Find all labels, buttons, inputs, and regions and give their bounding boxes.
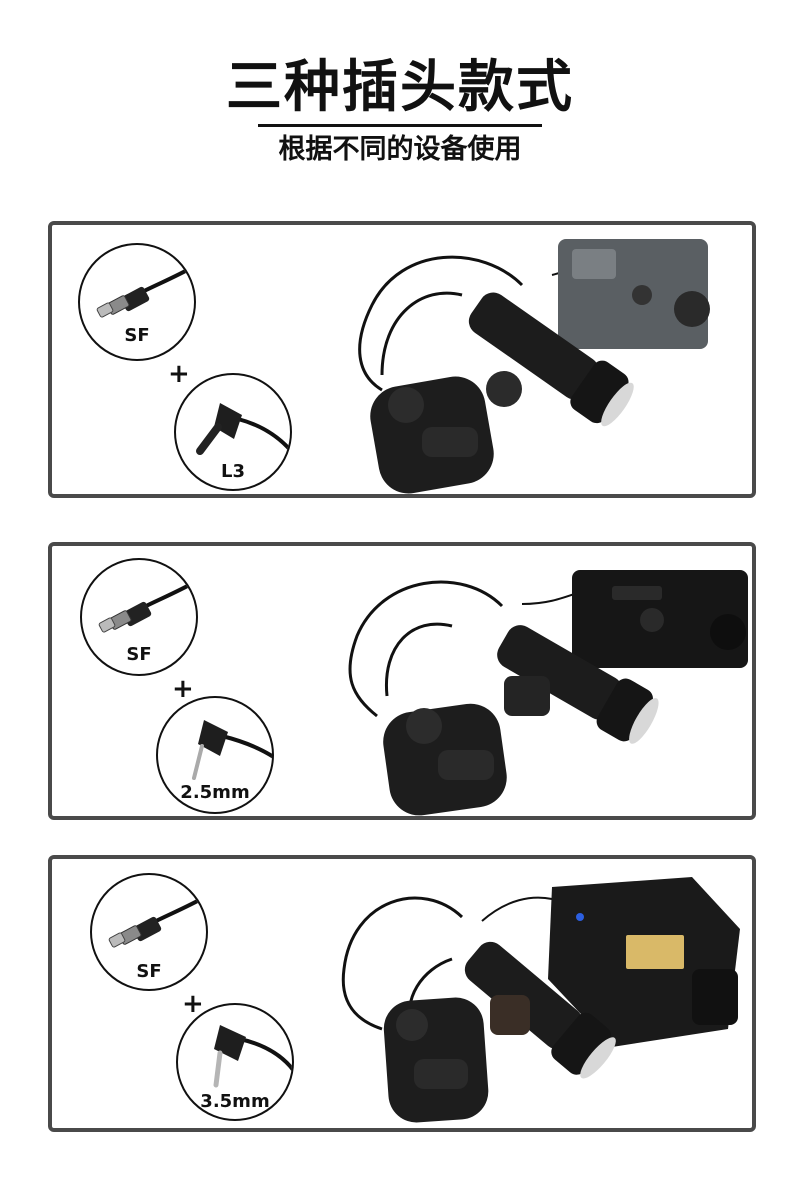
sf-connector-icon [96,264,194,318]
sf-connector-label: SF [124,325,150,346]
3-5mm-connector-label: 3.5mm [200,1091,270,1112]
flashlight-laser-set-1 [358,239,710,494]
sf-connector-circle: SF [80,558,198,676]
plus-sign: + [168,359,190,389]
2-5mm-connector-icon [192,720,272,780]
plug-panel-2: SF + 2.5mm [48,542,756,820]
sf-connector-label: SF [136,961,162,982]
l3-connector-label: L3 [221,461,245,482]
2-5mm-connector-circle: 2.5mm [156,696,274,814]
plus-sign: + [182,989,204,1019]
3-5mm-connector-circle: 3.5mm [176,1003,294,1121]
plus-sign: + [172,674,194,704]
plug-panel-3: SF + 3.5mm [48,855,756,1132]
plug-panel-1: SF + L3 [48,221,756,498]
sf-connector-label: SF [126,644,152,665]
flashlight-laser-set-3 [341,877,740,1123]
title-divider [258,124,542,127]
sf-connector-circle: SF [90,873,208,991]
page-title: 三种插头款式 [226,55,574,120]
sf-connector-circle: SF [78,243,196,361]
l3-connector-circle: L3 [174,373,292,491]
sf-connector-icon [108,894,206,948]
l3-connector-icon [196,403,290,455]
page-subtitle: 根据不同的设备使用 [278,134,522,165]
sf-connector-icon [98,579,196,633]
flashlight-laser-set-2 [348,570,748,816]
2-5mm-connector-label: 2.5mm [180,782,250,803]
3-5mm-connector-icon [213,1025,292,1088]
